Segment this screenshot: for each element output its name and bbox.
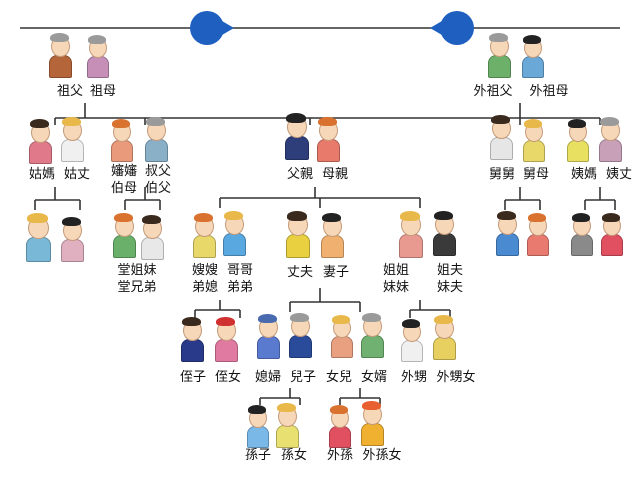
label-sister-1: 姐姐 — [382, 263, 410, 278]
figure-maternal-cousin-1 — [495, 210, 520, 257]
label-nephew: 侄子 — [179, 370, 207, 385]
label-maternal-aunt-husband: 姨丈 — [605, 167, 633, 182]
left-pin-icon — [190, 11, 234, 45]
figure-uncle-wife — [110, 118, 133, 162]
label-uncle-wife-2: 伯母 — [110, 181, 138, 196]
label-uncle-wife: 嬸嬸 伯母 — [111, 163, 137, 197]
figure-sister-niece — [432, 314, 457, 361]
figure-sister-husband — [432, 210, 457, 257]
label-sister-in-law: 嫂嫂 弟媳 — [192, 262, 218, 296]
label-maternal-aunt: 姨媽 — [570, 167, 598, 182]
label-sister-husband-1: 姐夫 — [436, 263, 464, 278]
figure-elder-brother — [222, 210, 247, 257]
figure-aunt-child-2 — [60, 216, 85, 263]
label-son-in-law: 女婿 — [360, 370, 388, 385]
figure-grandson — [246, 404, 269, 448]
label-granddaughter: 孫女 — [280, 448, 308, 463]
label-cousin-1: 堂姐妹 — [117, 263, 157, 278]
label-sisters: 姐姐 妹妹 — [383, 262, 409, 296]
figure-maternal-uncle-wife — [522, 118, 545, 162]
figure-maternal-uncle — [489, 114, 514, 161]
label-brothers: 哥哥 弟弟 — [227, 262, 253, 296]
figure-maternal-cousin-2 — [526, 212, 549, 256]
label-sister-husbands: 姐夫 妹夫 — [437, 262, 463, 296]
figure-maternal-cousin-4 — [600, 212, 623, 256]
label-sister-nephew: 外甥 — [400, 370, 428, 385]
figure-nephew — [180, 316, 205, 363]
label-grandmother: 祖母 — [89, 84, 117, 99]
right-pin-icon — [430, 11, 474, 45]
label-maternal-grandfather: 外祖父 — [473, 84, 513, 99]
label-sister-niece: 外甥女 — [436, 370, 476, 385]
figure-mother — [316, 116, 341, 163]
figure-sister-in-law — [192, 212, 217, 259]
figure-maternal-cousin-3 — [570, 212, 593, 256]
label-mother: 母親 — [321, 167, 349, 182]
figure-niece — [214, 316, 239, 363]
figure-son — [288, 312, 313, 359]
figure-outer-granddaughter — [360, 400, 385, 447]
label-outer-grandson: 外孫 — [326, 448, 354, 463]
figure-sister-nephew — [400, 318, 423, 362]
label-outer-granddaughter: 外孫女 — [362, 448, 402, 463]
label-grandfather: 祖父 — [56, 84, 84, 99]
label-grandson: 孫子 — [244, 448, 272, 463]
figure-cousin-brother — [140, 214, 165, 261]
figure-husband — [285, 210, 311, 259]
label-maternal-grandmother: 外祖母 — [529, 84, 569, 99]
label-cousin-2: 堂兄弟 — [117, 280, 157, 295]
label-sister-in-law-2: 弟媳 — [191, 280, 219, 295]
label-wife: 妻子 — [322, 265, 350, 280]
label-uncle: 叔父 伯父 — [145, 163, 171, 197]
figure-son-in-law — [360, 312, 385, 359]
label-sister-husband-2: 妹夫 — [436, 280, 464, 295]
label-uncle-1: 叔父 — [144, 164, 172, 179]
figure-uncle — [144, 116, 169, 163]
label-sister-in-law-1: 嫂嫂 — [191, 263, 219, 278]
figure-paternal-aunt — [28, 118, 53, 165]
figure-daughter — [330, 314, 353, 358]
figure-aunt-child-1 — [25, 212, 52, 263]
figure-grandmother — [86, 34, 109, 78]
label-cousins: 堂姐妹 堂兄弟 — [117, 262, 156, 296]
label-niece: 侄女 — [214, 370, 242, 385]
label-son: 兒子 — [289, 370, 317, 385]
figure-wife — [320, 212, 345, 259]
figure-father — [284, 112, 310, 161]
figure-cousin-sister — [112, 212, 137, 259]
label-elder-brother-2: 弟弟 — [226, 280, 254, 295]
figure-maternal-aunt-husband — [598, 116, 623, 163]
label-father: 父親 — [286, 167, 314, 182]
label-maternal-uncle-wife: 舅母 — [522, 167, 550, 182]
label-paternal-aunt: 姑媽 — [28, 167, 56, 182]
figure-grandfather — [48, 32, 73, 79]
label-husband: 丈夫 — [286, 265, 314, 280]
figure-maternal-grandmother — [521, 34, 544, 78]
label-uncle-wife-1: 嬸嬸 — [110, 164, 138, 179]
label-elder-brother-1: 哥哥 — [226, 263, 254, 278]
figure-maternal-grandfather — [487, 32, 512, 79]
figure-outer-grandson — [328, 404, 351, 448]
figure-sister — [398, 210, 424, 259]
label-uncle-2: 伯父 — [144, 181, 172, 196]
figure-daughter-in-law — [256, 313, 281, 360]
label-maternal-uncle: 舅舅 — [488, 167, 516, 182]
label-sister-2: 妹妹 — [382, 280, 410, 295]
label-daughter: 女兒 — [325, 370, 353, 385]
label-paternal-aunt-husband: 姑丈 — [63, 167, 91, 182]
label-daughter-in-law: 媳婦 — [254, 370, 282, 385]
figure-maternal-aunt — [566, 118, 589, 162]
figure-paternal-aunt-husband — [60, 116, 85, 163]
figure-granddaughter — [275, 402, 300, 449]
